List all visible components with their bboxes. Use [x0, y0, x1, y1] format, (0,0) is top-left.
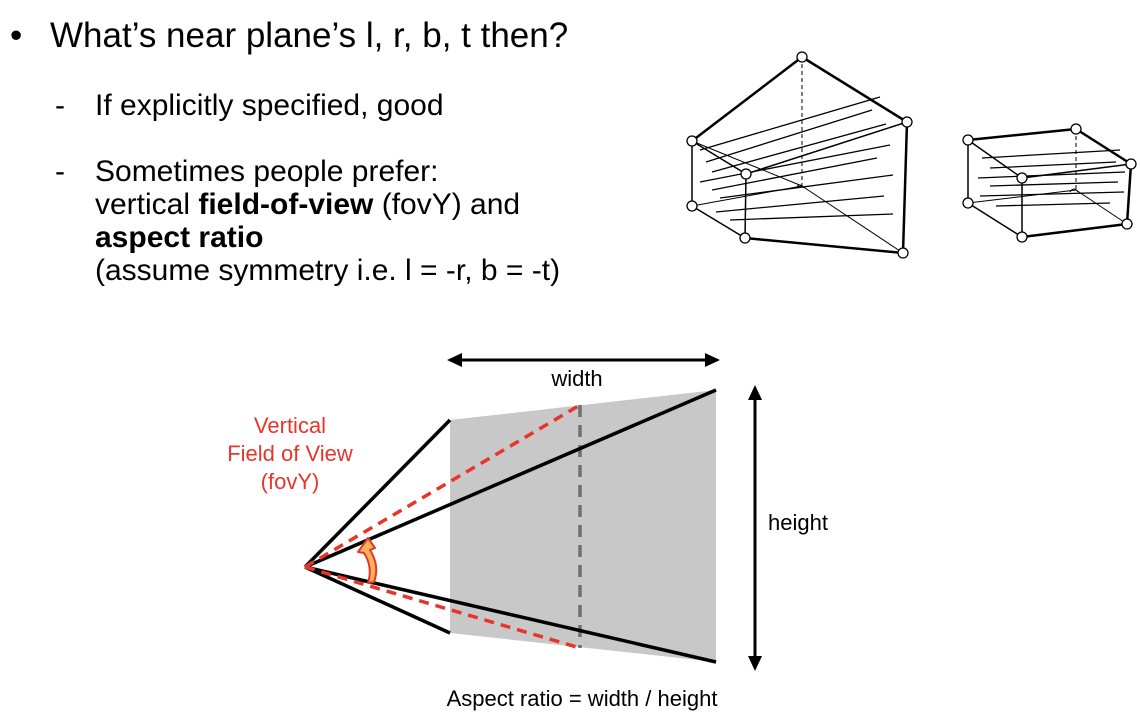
- fov-angle-arrow: [357, 537, 378, 584]
- height-arrow: [748, 385, 762, 671]
- main-bullet-text: What’s near plane’s l, r, b, t then?: [50, 16, 569, 55]
- height-label: height: [768, 510, 828, 535]
- sub-line-2-suffix: (fovY) and: [373, 188, 521, 221]
- perspective-frustum: [686, 51, 913, 259]
- aspect-term: aspect ratio: [95, 221, 264, 254]
- frustum-center-top: [304, 388, 717, 569]
- aspect-ratio-caption: Aspect ratio = width / height: [447, 686, 718, 711]
- main-bullet: • What’s near plane’s l, r, b, t then?: [10, 14, 568, 58]
- fov-bottom-line: [304, 565, 581, 650]
- sub-bullet-fov-text: Sometimes people prefer: vertical field-…: [95, 155, 560, 287]
- fov-diagram: width height Vertical Field of View (fov…: [227, 353, 828, 711]
- bullet-dot: •: [10, 16, 23, 55]
- fov-top-line: [304, 403, 581, 569]
- sub-line-4: (assume symmetry i.e. l = -r, b = -t): [95, 254, 561, 287]
- frustum-bottom-near: [304, 565, 451, 635]
- sub-dash: -: [55, 155, 65, 188]
- sub-bullet-explicit-text: If explicitly specified, good: [95, 89, 444, 122]
- fov-label-line-3: (fovY): [261, 469, 320, 494]
- sub-line-2: vertical field-of-view (fovY) and: [95, 188, 560, 221]
- image-plane: [450, 390, 716, 662]
- sub-dash: -: [55, 89, 65, 122]
- fov-label-line-1: Vertical: [254, 413, 326, 438]
- orthographic-box: [962, 123, 1137, 243]
- sub-line-1: Sometimes people prefer:: [95, 155, 439, 188]
- frustum-top-near: [303, 418, 452, 569]
- sub-line-2-prefix: vertical: [95, 188, 199, 221]
- width-arrow: [447, 353, 720, 367]
- fov-label-line-2: Field of View: [227, 441, 353, 466]
- width-label: width: [550, 366, 602, 391]
- fov-term: field-of-view: [198, 188, 374, 221]
